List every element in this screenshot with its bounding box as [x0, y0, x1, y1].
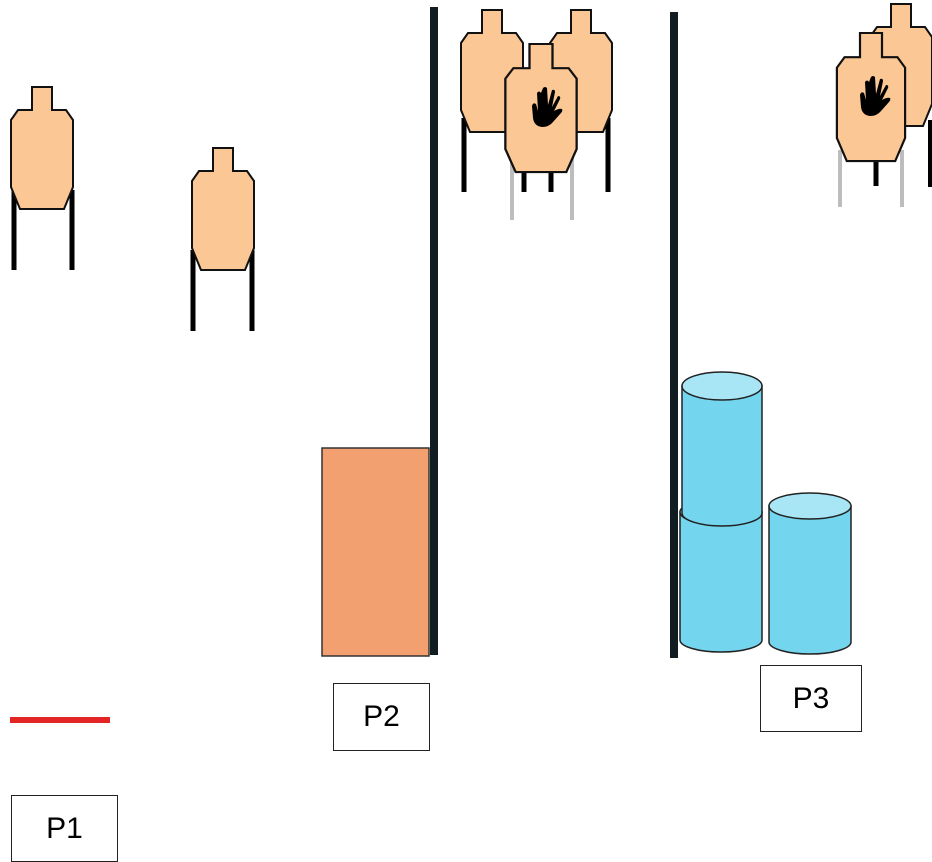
target-2 — [190, 147, 255, 331]
position-p2-label: P2 — [333, 683, 430, 751]
target-silhouette — [191, 147, 255, 271]
position-p3-label: P3 — [760, 665, 862, 732]
target-silhouette — [10, 86, 74, 210]
barrel-top-left — [681, 371, 763, 527]
target-group-b — [835, 3, 932, 207]
barrel-stack — [679, 371, 852, 655]
position-p1-label: P1 — [11, 795, 118, 862]
cover-box — [321, 447, 430, 657]
target-group-a — [460, 9, 613, 220]
target-1 — [10, 86, 75, 270]
barrel-bottom-right — [768, 492, 852, 655]
